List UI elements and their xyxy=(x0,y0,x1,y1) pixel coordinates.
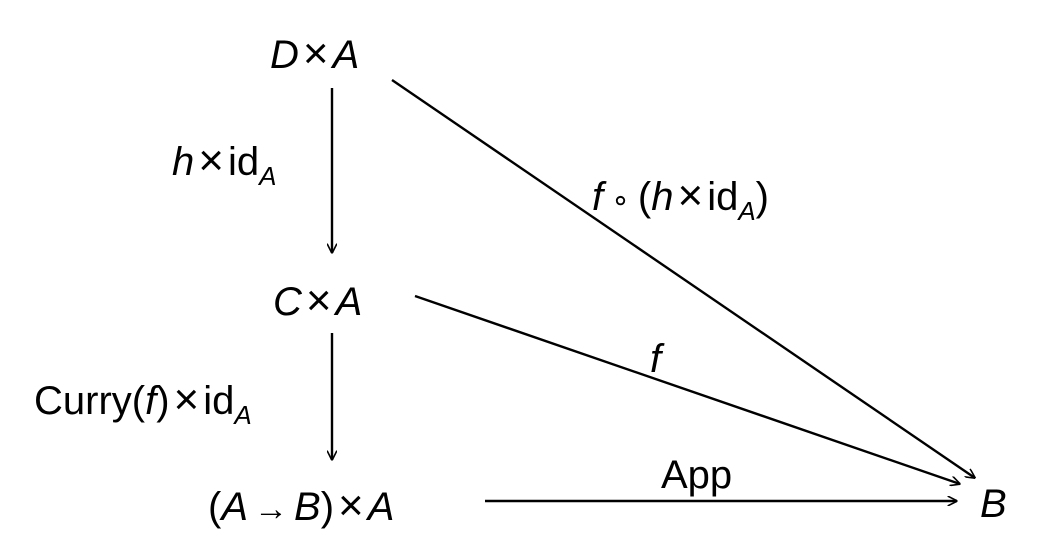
symbol-a: A xyxy=(332,33,360,77)
label-h-times-id: h×idA xyxy=(172,136,276,190)
open-paren: ( xyxy=(637,175,652,219)
open-paren: ( xyxy=(208,485,222,529)
node-function-space-times-a: (A→B)×A xyxy=(208,484,394,528)
node-b: B xyxy=(980,484,1007,524)
times-symbol: × xyxy=(677,171,704,220)
times-symbol: × xyxy=(198,136,224,185)
symbol-a: A xyxy=(367,485,395,529)
close-paren: ) xyxy=(755,175,769,219)
close-paren: ) xyxy=(320,485,335,529)
subscript-a: A xyxy=(234,400,252,430)
symbol-f: f xyxy=(650,337,662,381)
symbol-b: B xyxy=(294,485,321,529)
times-symbol: × xyxy=(302,29,329,78)
function-arrow: → xyxy=(254,490,289,528)
symbol-h: h xyxy=(651,175,674,219)
label-curry-times-id: Curry(f)×idA xyxy=(34,375,252,429)
times-symbol: × xyxy=(173,375,200,424)
symbol-f: f xyxy=(145,379,157,423)
app-name: App xyxy=(661,453,733,497)
curry-name: Curry( xyxy=(34,379,146,423)
node-c-times-a: C×A xyxy=(273,279,362,323)
identity-id: id xyxy=(227,140,260,184)
subscript-a: A xyxy=(259,161,277,191)
identity-id: id xyxy=(203,379,235,423)
symbol-a: A xyxy=(335,280,363,324)
arrow-f-after-h xyxy=(391,79,975,478)
label-f-after-h: f∘(h×idA) xyxy=(592,171,769,225)
symbol-d: D xyxy=(270,33,299,77)
symbol-c: C xyxy=(273,280,302,324)
label-f: f xyxy=(650,339,661,379)
subscript-a: A xyxy=(738,196,756,226)
compose-symbol: ∘ xyxy=(611,184,630,217)
symbol-b: B xyxy=(980,482,1007,526)
label-app: App xyxy=(661,455,732,495)
times-symbol: × xyxy=(338,481,364,530)
times-symbol: × xyxy=(305,276,332,325)
arrow-f xyxy=(414,294,960,484)
symbol-a: A xyxy=(221,485,249,529)
symbol-h: h xyxy=(172,140,195,184)
close-paren: ) xyxy=(156,379,170,423)
identity-id: id xyxy=(707,175,739,219)
node-d-times-a: D×A xyxy=(270,32,359,76)
symbol-f: f xyxy=(592,175,604,219)
